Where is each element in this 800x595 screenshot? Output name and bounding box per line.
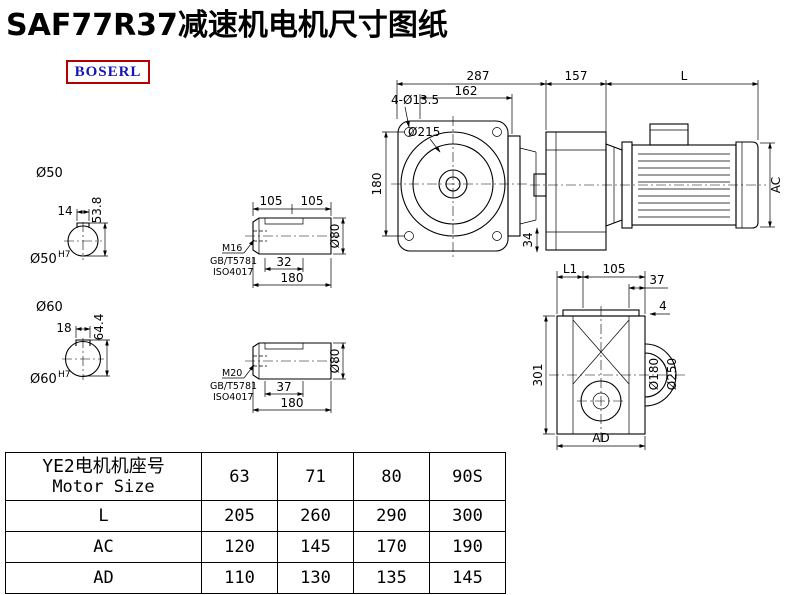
cell-L-63: 205 <box>201 500 278 532</box>
bore-50-label: Ø50 <box>30 252 57 267</box>
bore-60-tolerance: H7 <box>58 370 71 380</box>
col-header-71: 71 <box>277 452 354 501</box>
row-label-AD: AD <box>5 562 202 594</box>
std-gb-m16-label: GB/T5781 <box>210 256 257 267</box>
page-title: SAF77R37减速机电机尺寸图纸 <box>6 8 448 43</box>
cell-AC-63: 120 <box>201 531 278 563</box>
row-label-AC: AC <box>5 531 202 563</box>
dim-53-8-label: 53.8 <box>90 197 104 224</box>
output-flange-view <box>549 306 688 442</box>
cell-AD-90s: 145 <box>429 562 506 594</box>
dim-301-label: 301 <box>531 364 545 387</box>
col-header-63: 63 <box>201 452 278 501</box>
dim-AD-label: AD <box>592 431 609 445</box>
dia-50-label: Ø50 <box>36 166 63 181</box>
dim-105b-label: 105 <box>301 194 324 208</box>
row-label-L: L <box>5 500 202 532</box>
std-iso-m16-label: ISO4017 <box>213 267 254 278</box>
table-header-row: YE2电机机座号 Motor Size 63 71 80 90S <box>5 452 506 501</box>
shaft-side-view-m16: 105 105 32 180 Ø80 M16 GB/T5781 ISO4017 <box>210 194 346 288</box>
thread-m20-label: M20 <box>222 368 242 379</box>
cell-AD-80: 135 <box>353 562 430 594</box>
dim-37-m20-label: 37 <box>276 380 291 394</box>
dim-287-label: 287 <box>467 69 490 83</box>
bore-60-label: Ø60 <box>30 372 57 387</box>
col-header-80: 80 <box>353 452 430 501</box>
dim-64-4-label: 64.4 <box>92 314 106 341</box>
shaft-side-view-m20: 37 180 Ø80 M20 GB/T5781 ISO4017 <box>210 342 346 413</box>
dim-105a-label: 105 <box>260 194 283 208</box>
dim-34-label: 34 <box>521 232 535 247</box>
front-view-dimensions: 287 162 4-Ø13.5 Ø215 180 34 <box>370 69 547 253</box>
dim-180-label: 180 <box>370 173 384 196</box>
table-row-AD: AD 110 130 135 145 <box>5 562 506 594</box>
cell-AC-80: 170 <box>353 531 430 563</box>
cell-AD-63: 110 <box>201 562 278 594</box>
motor-side-view <box>530 123 766 251</box>
cell-AC-71: 145 <box>277 531 354 563</box>
brand-logo: BOSERL <box>66 60 150 84</box>
dim-corner-holes-label: 4-Ø13.5 <box>391 93 439 107</box>
table-header-cn: YE2电机机座号 <box>42 455 165 477</box>
dim-37-label: 37 <box>649 273 664 287</box>
dim-14-label: 14 <box>57 204 72 218</box>
shaft-section-50: 14 53.8 Ø50 Ø50 H7 <box>30 166 108 267</box>
side-view-dimensions: 157 L AC <box>545 69 783 228</box>
dim-main-circle-label: Ø215 <box>408 125 440 139</box>
dim-32-label: 32 <box>276 255 291 269</box>
table-row-L: L 205 260 290 300 <box>5 500 506 532</box>
shaft-section-60: 18 64.4 Ø60 Ø60 H7 <box>30 300 110 387</box>
thread-m16-label: M16 <box>222 243 242 254</box>
dim-flange-label: Ø250 <box>665 358 679 390</box>
std-gb-m20-label: GB/T5781 <box>210 381 257 392</box>
cell-AD-71: 130 <box>277 562 354 594</box>
dia-60-label: Ø60 <box>36 300 63 315</box>
motor-size-table: YE2电机机座号 Motor Size 63 71 80 90S L 205 2… <box>5 452 506 594</box>
dim-162-label: 162 <box>455 84 478 98</box>
dim-L1-label: L1 <box>563 262 577 276</box>
cell-L-90s: 300 <box>429 500 506 532</box>
dim-AC-label: AC <box>769 177 783 193</box>
dim-18-label: 18 <box>56 321 71 335</box>
cell-AC-90s: 190 <box>429 531 506 563</box>
dim-4-label: 4 <box>659 299 667 313</box>
output-view-dimensions: L1 105 37 4 301 Ø180 Ø250 AD <box>531 262 679 450</box>
dim-180-m16-label: 180 <box>281 271 304 285</box>
col-header-90s: 90S <box>429 452 506 501</box>
std-iso-m20-label: ISO4017 <box>213 392 254 403</box>
dim-d80-m16-label: Ø80 <box>328 224 342 249</box>
table-row-AC: AC 120 145 170 190 <box>5 531 506 563</box>
dim-spigot-label: Ø180 <box>647 358 661 390</box>
cell-L-80: 290 <box>353 500 430 532</box>
table-header-en: Motor Size <box>52 477 155 498</box>
technical-drawing: 287 162 4-Ø13.5 Ø215 180 34 <box>30 69 783 450</box>
bore-50-tolerance: H7 <box>58 250 71 260</box>
cell-L-71: 260 <box>277 500 354 532</box>
dim-d80-m20-label: Ø80 <box>328 349 342 374</box>
dim-L-label: L <box>681 69 688 83</box>
dim-180-m20-label: 180 <box>281 396 304 410</box>
table-header-motor-size: YE2电机机座号 Motor Size <box>5 452 202 501</box>
brand-logo-text: BOSERL <box>74 63 142 80</box>
dim-157-label: 157 <box>565 69 588 83</box>
dim-105-label: 105 <box>603 262 626 276</box>
